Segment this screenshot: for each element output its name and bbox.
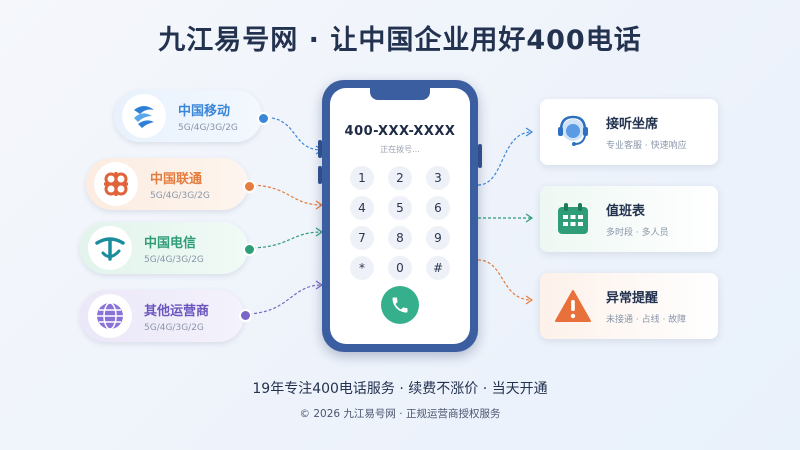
calendar-icon [552, 198, 594, 240]
dial-key-3[interactable]: 3 [426, 166, 450, 190]
carrier-china-telecom: 中国电信 5G/4G/3G/2G [80, 222, 248, 274]
phone-screen: 400-XXX-XXXX 正在拨号... 1 2 3 4 5 6 7 8 9 *… [330, 88, 470, 344]
carrier-other: 其他运营商 5G/4G/3G/2G [80, 290, 244, 342]
headset-agent-icon [552, 111, 594, 153]
service-slogan: 19年专注400电话服务 · 续费不涨价 · 当天开通 [252, 381, 548, 397]
connector-dot [239, 309, 252, 322]
carrier-name: 其他运营商 [144, 303, 210, 319]
phone-mockup: 400-XXX-XXXX 正在拨号... 1 2 3 4 5 6 7 8 9 *… [318, 80, 482, 352]
carrier-name: 中国电信 [144, 235, 197, 251]
dial-key-6[interactable]: 6 [426, 196, 450, 220]
carrier-networks: 5G/4G/3G/2G [178, 122, 238, 133]
phone-side-button [318, 140, 322, 158]
carrier-name: 中国移动 [178, 103, 231, 119]
phone-handset-icon [392, 297, 408, 313]
china-telecom-logo-icon [88, 226, 132, 270]
carrier-china-unicom: 中国联通 5G/4G/3G/2G [86, 158, 248, 210]
warning-icon [552, 285, 594, 327]
dial-key-5[interactable]: 5 [388, 196, 412, 220]
feature-title: 异常提醒 [606, 291, 659, 306]
copyright-notice: © 2026 九江易号网 · 正规运营商授权服务 [299, 408, 501, 420]
phone-notch [370, 88, 430, 100]
feature-card-duty-roster: 值班表 多时段 · 多人员 [540, 186, 718, 252]
phone-side-button [318, 166, 322, 184]
connector-dot [243, 243, 256, 256]
dial-key-star[interactable]: * [350, 256, 374, 280]
page-title: 九江易号网 · 让中国企业用好400电话 [158, 25, 642, 56]
feature-card-answer-seat: 接听坐席 专业客服 · 快速响应 [540, 99, 718, 165]
china-mobile-logo-icon [122, 94, 166, 138]
dial-key-4[interactable]: 4 [350, 196, 374, 220]
feature-subtitle: 多时段 · 多人员 [606, 228, 669, 238]
feature-title: 接听坐席 [606, 117, 659, 132]
feature-card-exception-alert: 异常提醒 未接通 · 占线 · 故障 [540, 273, 718, 339]
dialed-number: 400-XXX-XXXX [344, 124, 456, 139]
dial-key-8[interactable]: 8 [388, 226, 412, 250]
carrier-china-mobile: 中国移动 5G/4G/3G/2G [114, 90, 262, 142]
phone-side-button [478, 144, 482, 168]
carrier-networks: 5G/4G/3G/2G [144, 254, 204, 265]
carrier-name: 中国联通 [150, 171, 203, 187]
dialing-status: 正在拨号... [380, 145, 420, 154]
carrier-networks: 5G/4G/3G/2G [150, 190, 210, 201]
dial-key-9[interactable]: 9 [426, 226, 450, 250]
feature-subtitle: 未接通 · 占线 · 故障 [606, 315, 687, 325]
connector-dot [243, 180, 256, 193]
feature-subtitle: 专业客服 · 快速响应 [606, 141, 687, 151]
carrier-networks: 5G/4G/3G/2G [144, 322, 204, 333]
dial-key-7[interactable]: 7 [350, 226, 374, 250]
dial-key-hash[interactable]: # [426, 256, 450, 280]
dial-key-2[interactable]: 2 [388, 166, 412, 190]
globe-icon [88, 294, 132, 338]
feature-title: 值班表 [606, 204, 646, 219]
dial-key-0[interactable]: 0 [388, 256, 412, 280]
connector-dot [257, 112, 270, 125]
dial-key-1[interactable]: 1 [350, 166, 374, 190]
china-unicom-knot-logo-icon [94, 162, 138, 206]
call-button[interactable] [381, 286, 419, 324]
